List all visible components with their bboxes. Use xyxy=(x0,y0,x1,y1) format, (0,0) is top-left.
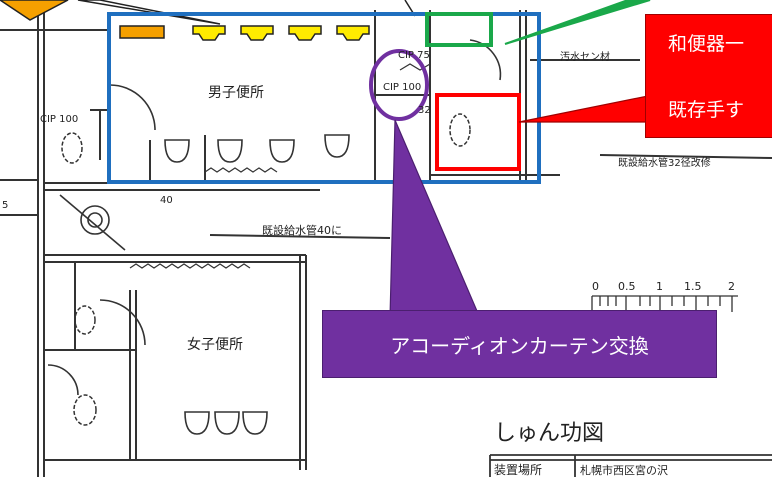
title-table-header: 装置場所 xyxy=(494,463,542,477)
door-swings xyxy=(47,39,502,396)
wash-basin xyxy=(59,194,126,251)
note-top-right: 汚水セン材 xyxy=(560,50,610,63)
title-table-value: 札幌市西区宮の沢 xyxy=(580,463,668,477)
scale-tick-1: 1 xyxy=(656,280,663,293)
scale-tick-0: 0 xyxy=(592,280,599,293)
title-block xyxy=(489,454,772,477)
toilet-fixtures xyxy=(61,113,471,426)
scale-bar xyxy=(591,295,738,312)
red-highlight-box xyxy=(435,93,521,171)
cip100-right-label: CIP 100 xyxy=(383,82,421,93)
green-highlight-box xyxy=(425,12,493,47)
purple-callout-box: アコーディオンカーテン交換 xyxy=(322,310,717,378)
scale-tick-2: 2 xyxy=(728,280,735,293)
urinals xyxy=(164,134,350,435)
dimension-32: 32 xyxy=(418,105,431,116)
red-callout-line1: 和便器一 xyxy=(668,33,745,55)
scale-tick-0-5: 0.5 xyxy=(618,280,636,293)
mens-toilet-label: 男子便所 xyxy=(208,85,264,101)
scale-tick-1-5: 1.5 xyxy=(684,280,702,293)
purple-highlight-ellipse xyxy=(369,49,429,121)
mens-toilet-highlight-frame xyxy=(107,12,541,184)
dimension-40: 40 xyxy=(160,195,173,206)
note-mid: 既設給水管40に xyxy=(262,223,342,237)
green-leader xyxy=(504,0,651,45)
light-fixtures-yellow xyxy=(192,25,370,41)
light-fixture-orange xyxy=(119,25,165,39)
dimension-5: 5 xyxy=(2,200,8,211)
womens-toilet-label: 女子便所 xyxy=(187,336,243,353)
cip100-label: CIP 100 xyxy=(40,114,78,125)
note-right: 既設給水管32径改修 xyxy=(618,156,711,169)
cip75-label: CIP 75 xyxy=(398,50,430,61)
drawing-title: しゅん功図 xyxy=(494,421,604,446)
orange-leader xyxy=(0,0,69,21)
red-callout-box: 和便器一 既存手す xyxy=(645,14,772,138)
red-callout-line2: 既存手す xyxy=(668,99,745,121)
purple-callout-text: アコーディオンカーテン交換 xyxy=(390,333,649,358)
